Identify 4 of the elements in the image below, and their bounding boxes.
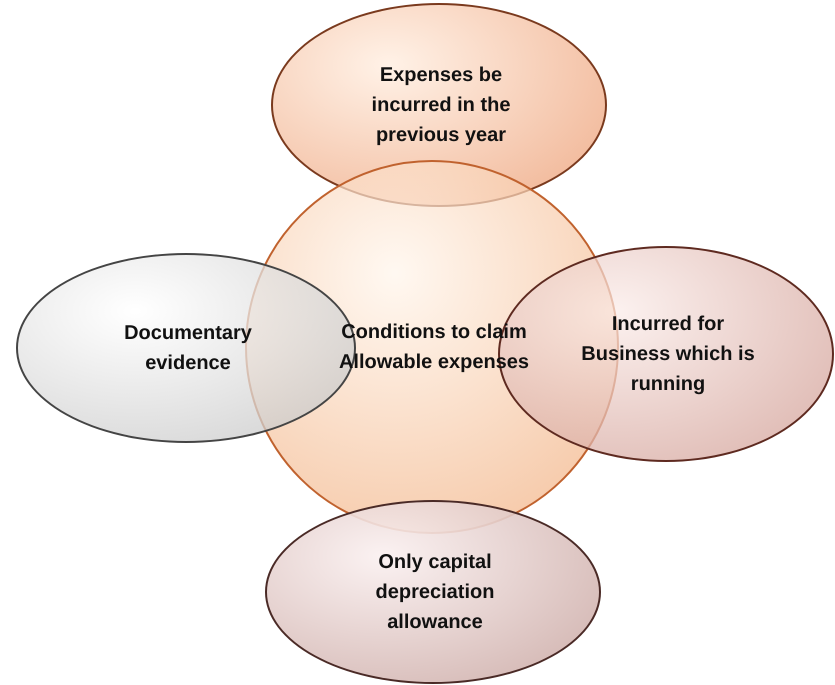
node-label: Only capital depreciation allowance: [374, 550, 496, 635]
node-label: Incurred for Business which is running: [580, 312, 756, 397]
node-label: Documentary evidence: [123, 321, 253, 376]
node-label: Expenses be incurred in the previous year: [370, 63, 512, 148]
